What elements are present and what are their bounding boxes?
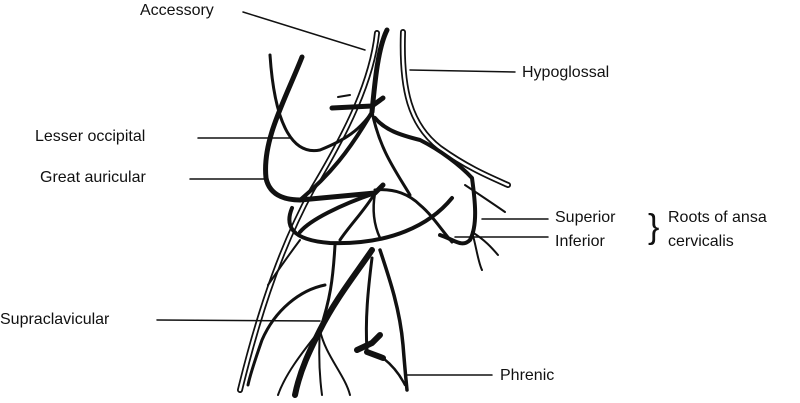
plexus-branches [246,27,506,398]
label-roots-line2: cervicalis [668,233,734,250]
label-hypoglossal: Hypoglossal [522,64,610,81]
brace-icon: } [648,208,660,246]
label-roots-line1: Roots of ansa [668,209,767,226]
label-accessory: Accessory [140,2,214,19]
label-inferior: Inferior [555,233,605,250]
label-great-auricular: Great auricular [40,169,146,186]
label-superior: Superior [555,209,616,226]
leader-lines [156,11,549,376]
label-phrenic: Phrenic [500,367,555,384]
hypoglossal-nerve [399,29,511,188]
label-lesser-occipital: Lesser occipital [35,128,146,145]
label-supraclavicular: Supraclavicular [0,311,110,328]
accessory-nerve [237,30,380,393]
